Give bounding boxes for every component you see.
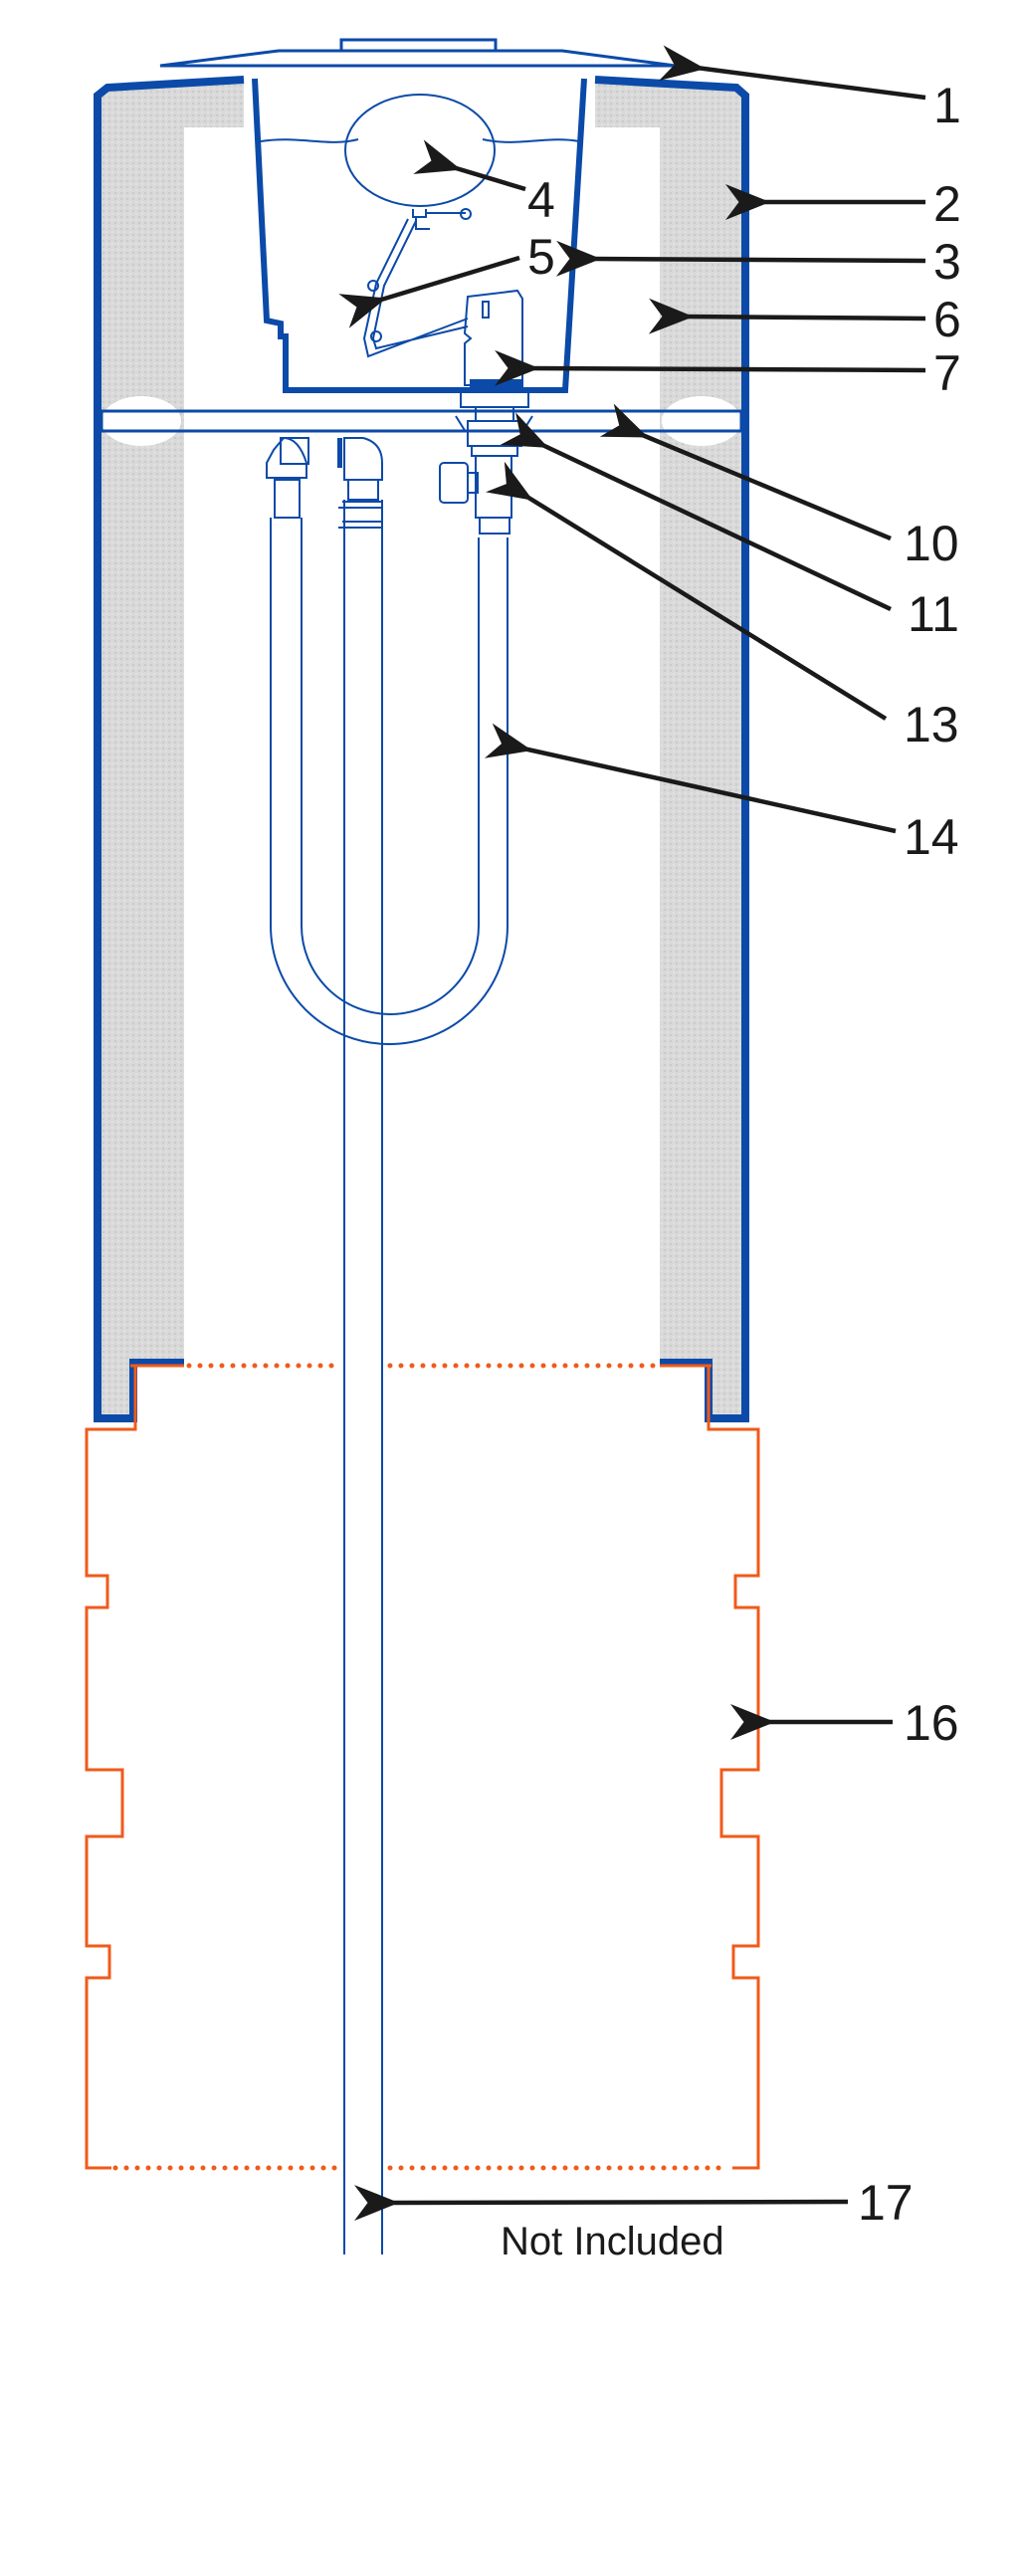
drain-tube: [343, 500, 383, 2254]
float-arm: [362, 218, 469, 358]
arrow-11: [500, 412, 892, 612]
label-14: 14: [904, 809, 959, 865]
arrow-4: [413, 139, 526, 192]
label-5: 5: [527, 229, 555, 285]
float-ball: [344, 94, 496, 230]
hose: [266, 436, 509, 1045]
arrow-5: [338, 255, 520, 328]
not-included-note: Not Included: [501, 2220, 724, 2263]
label-6: 6: [933, 292, 961, 347]
label-11: 11: [908, 586, 959, 642]
arrow-17: [353, 2185, 849, 2222]
label-1: 1: [933, 78, 961, 133]
insulation: [100, 80, 741, 1415]
label-4: 4: [527, 172, 555, 228]
label-7: 7: [933, 345, 961, 401]
label-2: 2: [933, 176, 961, 232]
lid: [159, 38, 677, 68]
label-3: 3: [933, 234, 961, 290]
outer-shell: [94, 76, 749, 1422]
arrow-14: [484, 723, 897, 834]
arrow-3: [555, 240, 926, 277]
label-17: 17: [858, 2175, 914, 2231]
label-10: 10: [904, 516, 959, 571]
arrow-7: [494, 349, 926, 386]
ball-valve: [439, 455, 512, 535]
callout-labels: 1 2 3 4 5 6 7 10 11 13 14 16 17 Not Incl…: [501, 78, 961, 2263]
shelf: [100, 409, 743, 433]
arrow-6: [648, 298, 926, 334]
arrow-10: [599, 403, 892, 541]
stand: [85, 1363, 760, 2171]
float-valve: [460, 289, 529, 408]
callout-arrows: [338, 45, 926, 2222]
label-16: 16: [904, 1695, 959, 1751]
label-13: 13: [904, 697, 959, 752]
arrow-1: [658, 45, 926, 101]
arrow-13: [485, 461, 888, 721]
